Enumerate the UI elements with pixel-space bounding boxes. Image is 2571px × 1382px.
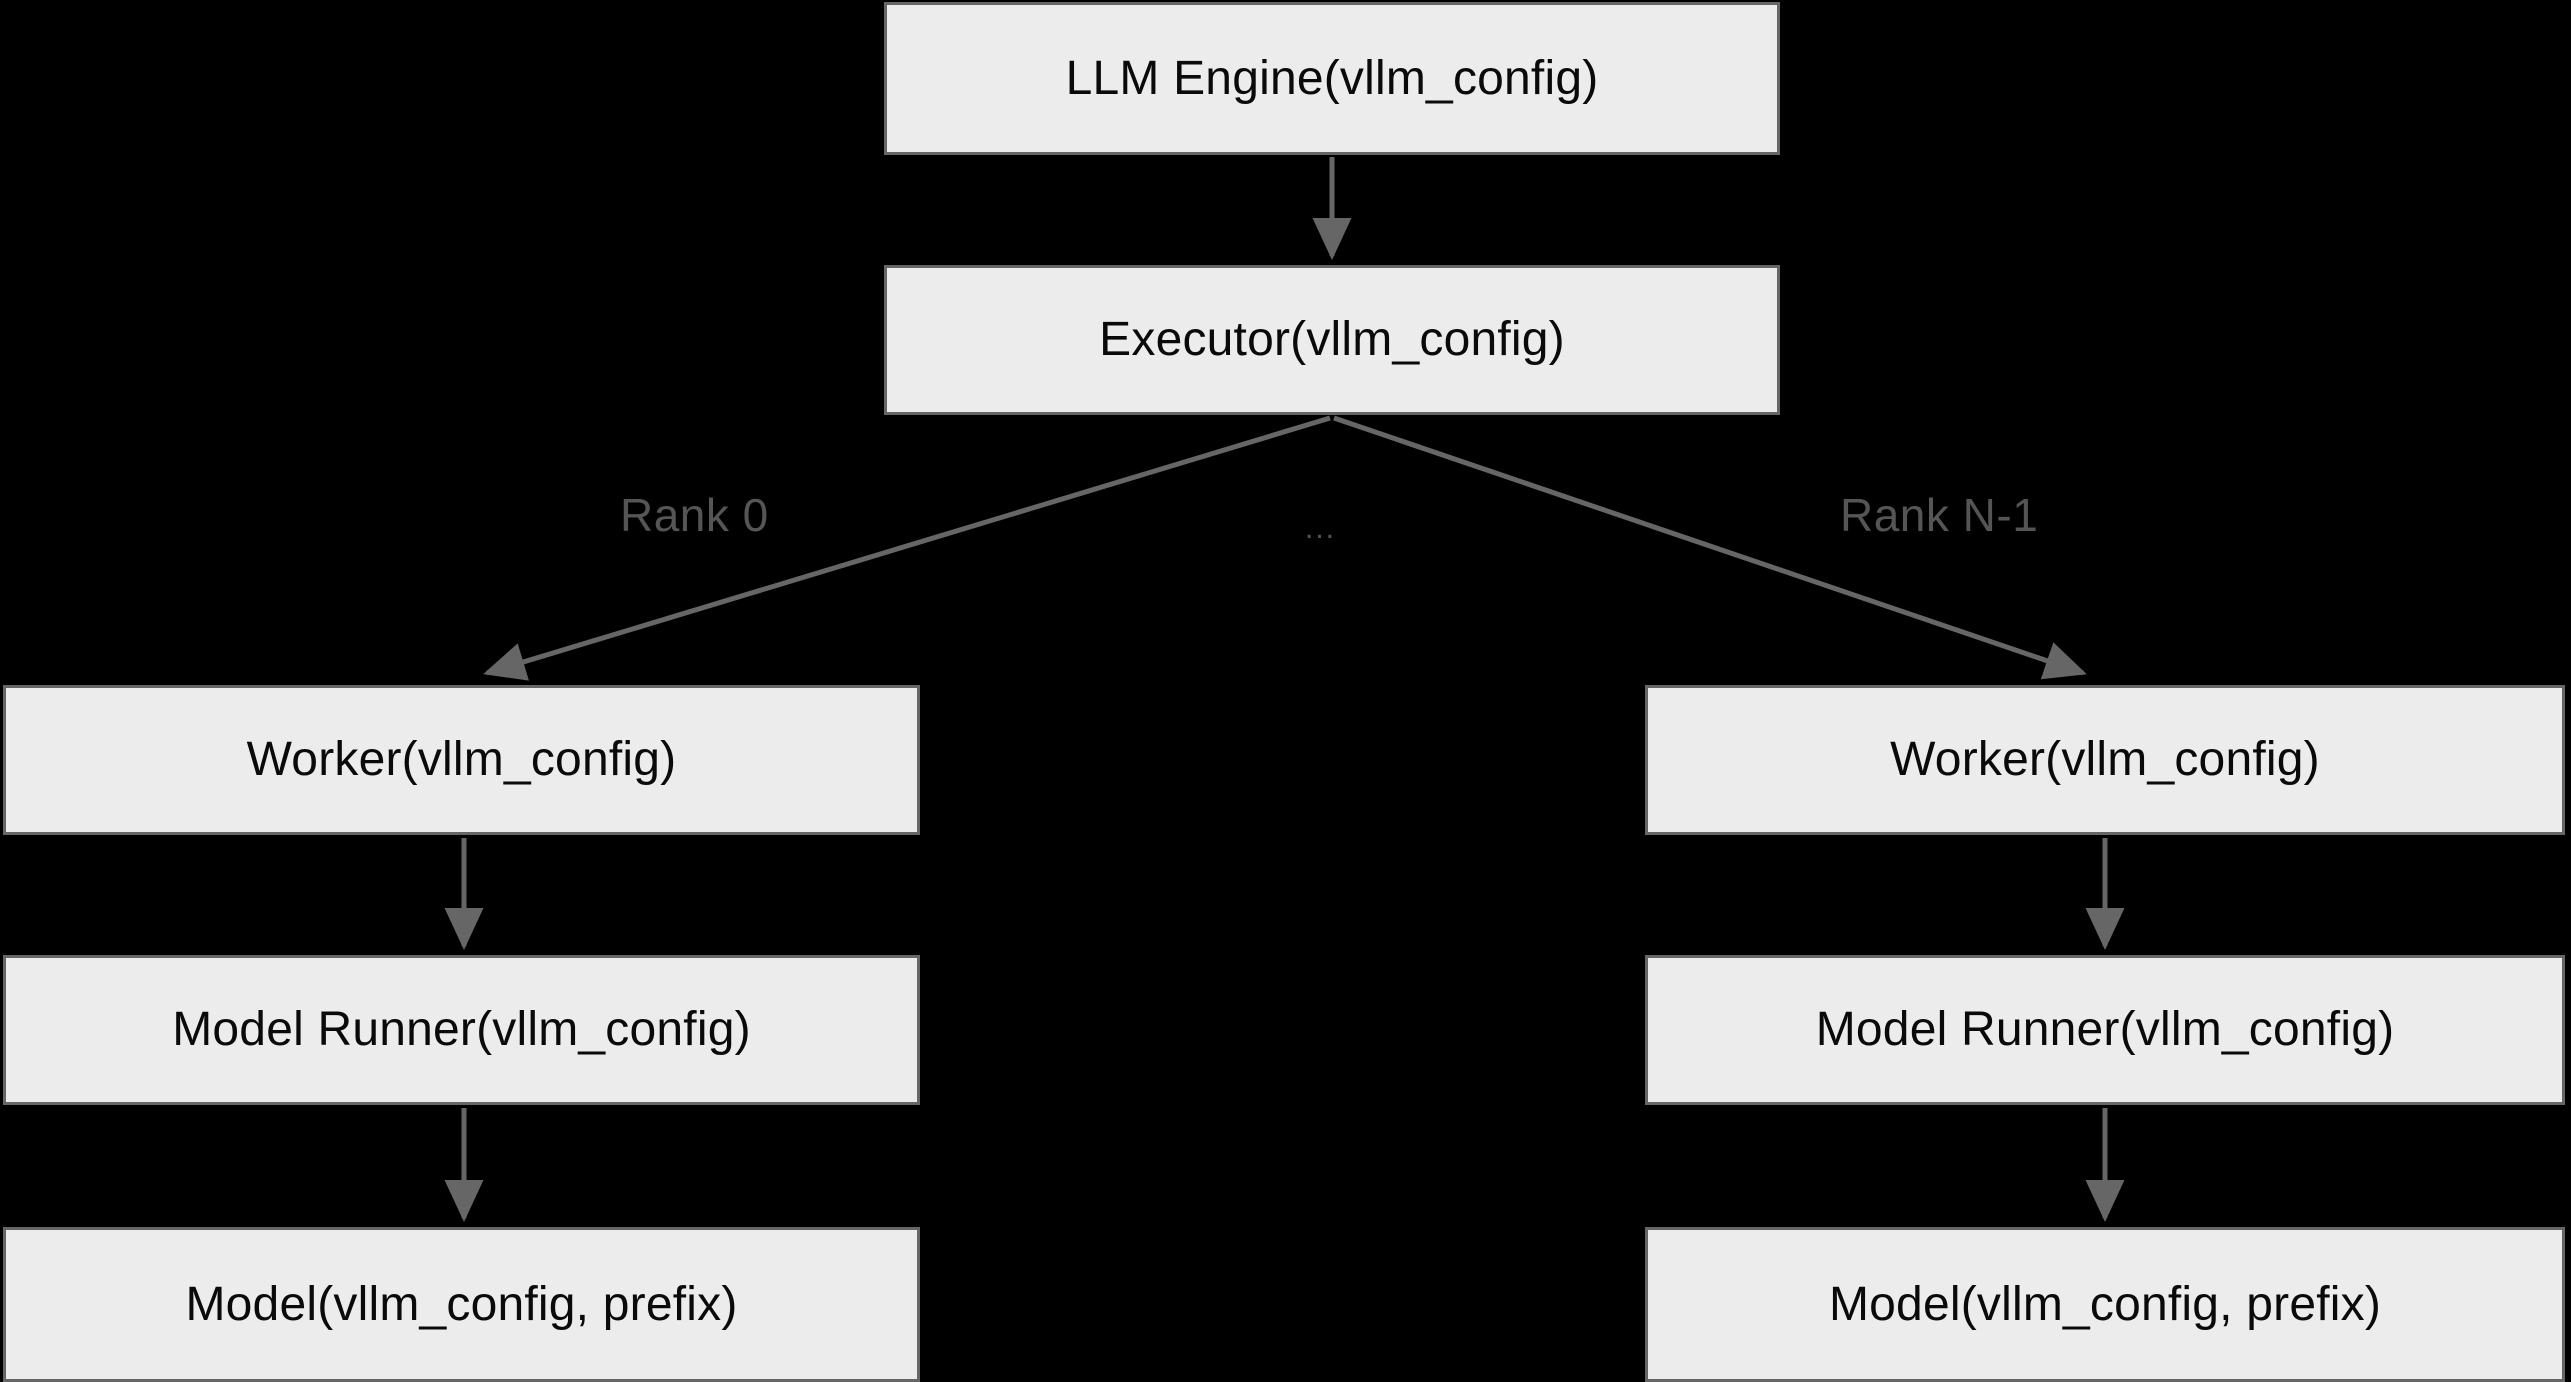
node-model-runner-rank-n-label: Model Runner(vllm_config)	[1815, 1003, 2395, 1056]
node-worker-rank-n-label: Worker(vllm_config)	[1890, 733, 2320, 786]
node-model-runner-rank-0-label: Model Runner(vllm_config)	[172, 1003, 751, 1056]
edge-label-ellipsis: ...	[1305, 512, 1337, 545]
node-executor[interactable]: Executor(vllm_config)	[884, 265, 1780, 415]
node-executor-label: Executor(vllm_config)	[1099, 313, 1565, 366]
node-worker-rank-n[interactable]: Worker(vllm_config)	[1645, 685, 2565, 835]
node-model-rank-n[interactable]: Model(vllm_config, prefix)	[1645, 1227, 2565, 1382]
node-model-runner-rank-0[interactable]: Model Runner(vllm_config)	[3, 955, 920, 1105]
node-worker-rank-0-label: Worker(vllm_config)	[246, 733, 677, 786]
edge-executor-to-worker-rankn	[1333, 415, 2087, 680]
node-model-rank-0-label: Model(vllm_config, prefix)	[185, 1277, 738, 1331]
edge-executor-to-worker-rank0	[483, 415, 1331, 681]
edge-label-rank-n: Rank N-1	[1840, 489, 2039, 541]
node-model-rank-n-label: Model(vllm_config, prefix)	[1828, 1277, 2382, 1331]
edge-label-rank-0: Rank 0	[620, 489, 769, 541]
node-model-runner-rank-n[interactable]: Model Runner(vllm_config)	[1645, 955, 2565, 1105]
node-llm-engine-label: LLM Engine(vllm_config)	[1065, 51, 1599, 105]
node-llm-engine[interactable]: LLM Engine(vllm_config)	[884, 2, 1780, 155]
node-worker-rank-0[interactable]: Worker(vllm_config)	[3, 685, 920, 835]
node-model-rank-0[interactable]: Model(vllm_config, prefix)	[3, 1227, 920, 1382]
